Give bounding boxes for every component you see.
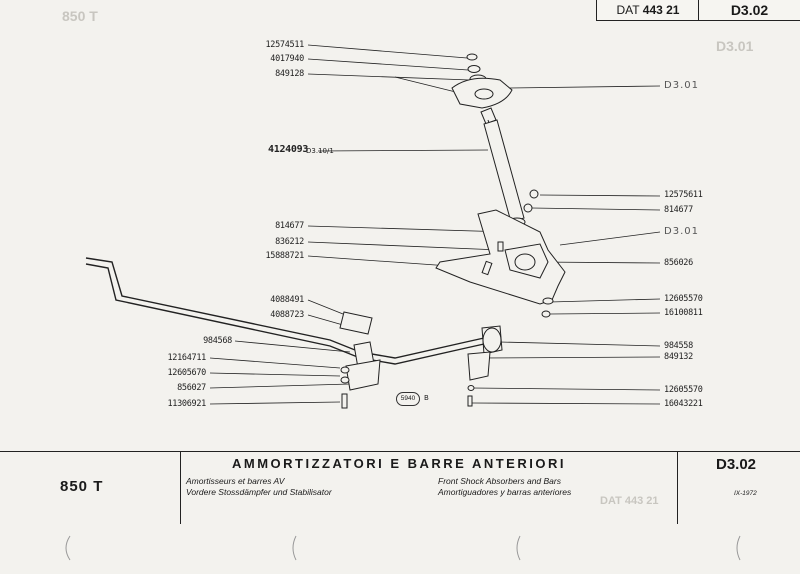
- sheet-code-header: D3.02: [698, 0, 800, 21]
- title-block-divider: [180, 452, 181, 524]
- part-label: 4088723: [270, 310, 304, 320]
- dat-number: 443 21: [642, 3, 680, 17]
- part-label: 984558: [664, 341, 693, 351]
- title-english: Front Shock Absorbers and Bars: [438, 476, 561, 486]
- part-label: 12605570: [664, 385, 703, 395]
- ghost-text-top-left: 850 T: [62, 8, 98, 24]
- part-label: 12605670: [167, 368, 206, 378]
- part-label: 16100811: [664, 308, 703, 318]
- title-french: Amortisseurs et barres AV: [186, 476, 285, 486]
- part-label: 849132: [664, 352, 693, 362]
- part-label: 984568: [203, 336, 232, 346]
- part-label: 856026: [664, 258, 693, 268]
- cross-ref-d301-mid: D3.01: [664, 226, 699, 237]
- ghost-text-bottom-right: DAT 443 21: [600, 495, 659, 507]
- model-name: 850 T: [60, 478, 104, 495]
- title-block-divider: [677, 452, 678, 524]
- title-block: 850 T AMMORTIZZATORI E BARRE ANTERIORI A…: [0, 451, 800, 524]
- part-label: 15888721: [265, 251, 304, 261]
- part-label: 16043221: [664, 399, 703, 409]
- cross-ref-d310: D3.10/1: [306, 147, 334, 155]
- part-label: 4017940: [270, 54, 304, 64]
- title-german: Vordere Stossdämpfer und Stabilisator: [186, 487, 332, 497]
- part-label: 836212: [275, 237, 304, 247]
- title-spanish: Amortiguadores y barras anteriores: [438, 487, 572, 497]
- sheet-code: D3.02: [716, 456, 757, 473]
- ghost-text-top-right: D3.01: [716, 38, 754, 54]
- part-label: 4088491: [270, 295, 304, 305]
- part-label: 814677: [664, 205, 693, 215]
- part-label: 12164711: [167, 353, 206, 363]
- part-label: 12574511: [265, 40, 304, 50]
- dat-prefix: DAT: [616, 3, 640, 17]
- exploded-view-drawing: [85, 44, 661, 409]
- part-label: 814677: [275, 221, 304, 231]
- part-label: 11306921: [167, 399, 206, 409]
- part-label: 4124093: [268, 144, 309, 155]
- stamp-5940: 5940: [396, 392, 420, 406]
- part-label: 849128: [275, 69, 304, 79]
- part-label: 856027: [177, 383, 206, 393]
- cross-ref-d301-top: D3.01: [664, 80, 699, 91]
- dat-box: DAT 443 21: [596, 0, 700, 21]
- issue-date: IX-1972: [734, 490, 757, 497]
- title-italian: AMMORTIZZATORI E BARRE ANTERIORI: [232, 456, 566, 471]
- stamp-suffix: B: [424, 394, 429, 402]
- part-label: 12575611: [664, 190, 703, 200]
- part-label: 12605570: [664, 294, 703, 304]
